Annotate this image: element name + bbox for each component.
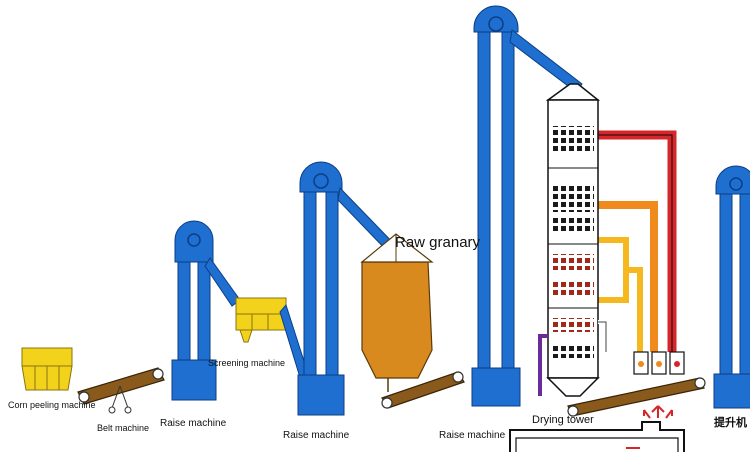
label-raise-machine-3: Raise machine	[439, 430, 506, 441]
elevator-pulley-icon	[729, 177, 743, 191]
tower-discharge-belt	[567, 377, 706, 417]
roller-icon	[381, 397, 393, 409]
raise-machine-1	[171, 220, 241, 401]
label-raise-machine-1: Raise machine	[160, 418, 227, 429]
screening-machine	[235, 297, 311, 385]
cool-air-duct	[538, 320, 608, 396]
belt-machine	[77, 367, 165, 414]
furnace-outline	[509, 405, 685, 452]
corn-peeling-machine	[21, 347, 73, 391]
drying-tower	[545, 83, 601, 397]
raise-machine-4	[713, 165, 750, 409]
roller-icon	[452, 371, 464, 383]
belt-to-drying	[381, 371, 465, 409]
pale-air-duct-yellow	[598, 237, 643, 352]
label-raise-machine-2: Raise machine	[283, 430, 350, 441]
elevator-pulley-icon	[488, 16, 504, 32]
label-elevator-cn: 提升机	[714, 417, 747, 429]
roller-icon	[152, 368, 164, 380]
label-drying-tower: Drying tower	[532, 414, 594, 426]
roller-icon	[567, 405, 579, 417]
roller-icon	[78, 391, 90, 403]
elevator-pulley-icon	[313, 173, 329, 189]
warm-air-duct-orange	[598, 201, 658, 352]
raise-machine-2	[297, 161, 401, 416]
label-screening-machine: Screening machine	[208, 358, 286, 368]
roller-icon	[694, 377, 706, 389]
hot-air-duct-red	[598, 130, 677, 352]
label-corn-peeling-machine: Corn peeling machine	[8, 400, 96, 410]
label-belt-machine: Belt machine	[97, 423, 150, 433]
raw-granary	[360, 233, 434, 392]
elevator-pulley-icon	[187, 233, 201, 247]
fan-units	[633, 351, 685, 375]
label-raw-granary: Raw granary	[395, 234, 481, 251]
